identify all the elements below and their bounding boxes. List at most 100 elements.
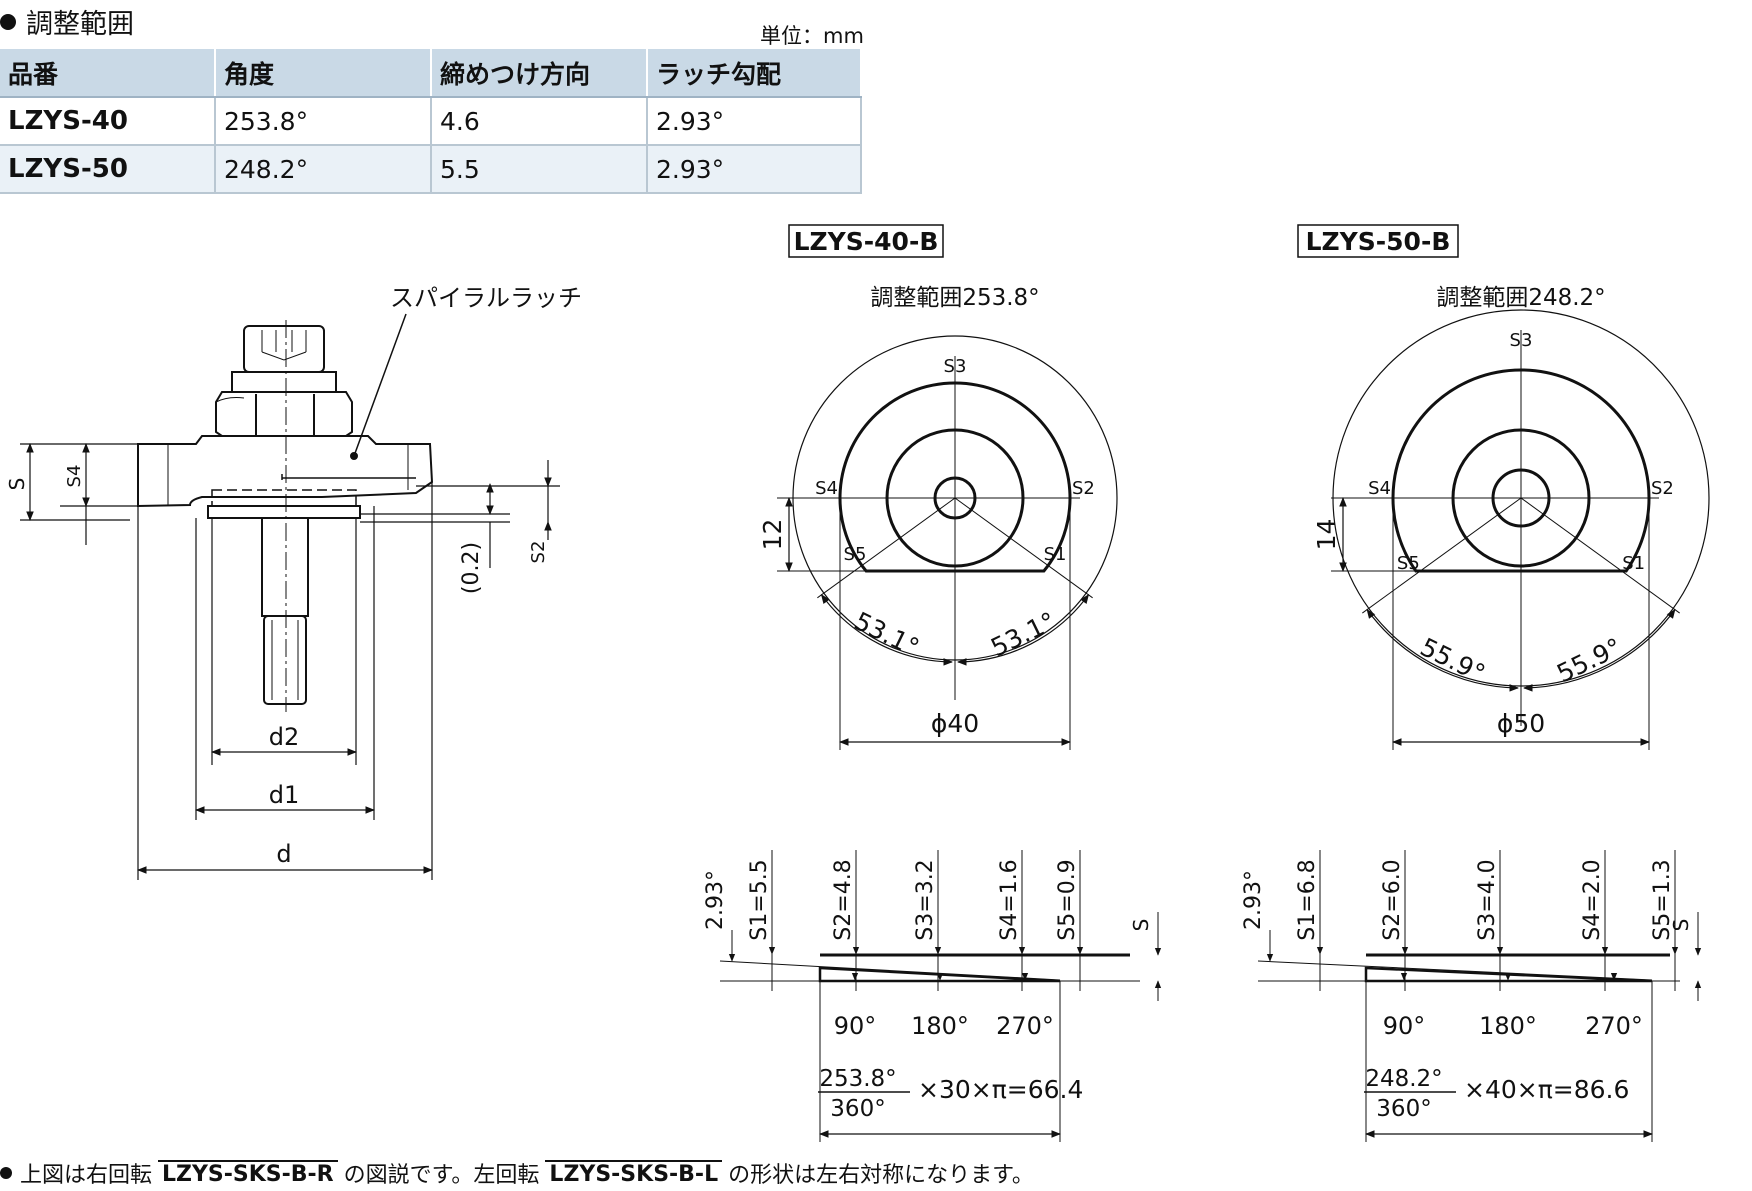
formula-denominator: 360°	[1376, 1096, 1431, 1122]
header-tightening: 締めつけ方向	[431, 49, 648, 98]
s-value-label: S1=5.5	[747, 859, 772, 940]
adjust-range-label: 調整範囲253.8°	[870, 285, 1039, 311]
wedge-s-label: S	[1129, 919, 1153, 932]
angle-left-label: 53.1°	[850, 606, 924, 662]
angle-arc-left	[820, 594, 953, 666]
unit-label: 単位：mm	[760, 24, 864, 48]
s-value-label: S2=4.8	[831, 859, 856, 940]
s-value-label: S5=0.9	[1055, 859, 1080, 940]
s3-label: S3	[944, 356, 967, 377]
s-value-label: S3=4.0	[1475, 859, 1500, 940]
latch-slope-diagram: 2.93° S1=6.8 S2=6.0 S3=4.0 S4=2.0 S5=1.3S 90° 1…	[1241, 850, 1702, 1142]
view-lzys-50-b: LZYS-50-B調整範囲248.2°S1S2S3S4S555.9°55.9°1…	[1241, 224, 1710, 1142]
footnote: 上図は右回転 LZYS-SKS-B-R の図説です。左回転 LZYS-SKS-B…	[0, 1157, 1034, 1189]
stud-shank	[261, 517, 309, 617]
dim-s-label: S	[5, 478, 29, 491]
footnote-text-1: 上図は右回転	[20, 1163, 153, 1188]
s2-label: S2	[1072, 478, 1095, 499]
model-title-box	[1297, 224, 1459, 258]
model-title-box	[788, 224, 944, 258]
angle-arc-left	[1366, 608, 1519, 692]
footnote-text-2: の図説です。左回転	[343, 1163, 540, 1188]
angle-tick-label: 270°	[996, 1012, 1054, 1040]
bullet-icon	[0, 1167, 12, 1179]
cell-angle: 248.2°	[215, 145, 432, 194]
s-value-label: S2=6.0	[1380, 859, 1405, 940]
wedge-body	[1364, 966, 1653, 983]
table-row: LZYS-50 248.2° 5.5 2.93°	[0, 145, 862, 194]
s-value-label: S5=1.3	[1650, 859, 1675, 940]
angle-arc-right	[957, 594, 1090, 666]
ray-s1	[954, 497, 1093, 599]
base-plate	[207, 505, 361, 519]
formula-result: ×30×π=66.4	[918, 1075, 1083, 1104]
angle-tick-label: 180°	[1479, 1012, 1537, 1040]
stud-thread	[263, 615, 307, 705]
s4-label: S4	[815, 478, 838, 499]
header-angle: 角度	[215, 49, 432, 98]
dim-s4-label: S4	[64, 465, 85, 488]
slope-angle-label: 2.93°	[1241, 870, 1266, 930]
s3-label: S3	[1510, 330, 1533, 351]
section-title: 調整範囲	[26, 9, 134, 40]
s-value-label: S3=3.2	[913, 859, 938, 940]
s-value-label: S4=1.6	[997, 859, 1022, 940]
dim-d-label: d	[276, 840, 291, 868]
angle-arc-right	[1523, 608, 1676, 692]
footnote-code-right: LZYS-SKS-B-R	[158, 1159, 338, 1187]
formula-result: ×40×π=86.6	[1464, 1075, 1629, 1104]
cell-part-no: LZYS-40	[0, 97, 216, 146]
height-dim-label: 12	[758, 519, 787, 551]
ray-s1	[1520, 497, 1680, 614]
s2-label: S2	[1651, 478, 1674, 499]
spiral-latch-callout: スパイラルラッチ	[390, 284, 582, 312]
latch-body-outline	[838, 381, 1072, 573]
adjust-range-label: 調整範囲248.2°	[1436, 285, 1605, 311]
diameter-label: ϕ50	[1497, 709, 1545, 738]
angle-tick-label: 90°	[1383, 1012, 1426, 1040]
cell-part-no: LZYS-50	[0, 145, 216, 194]
wedge-s-label: S	[1669, 919, 1693, 932]
s5-label: S5	[1397, 553, 1420, 574]
s-value-label: S1=6.8	[1295, 859, 1320, 940]
header-part-no: 品番	[0, 49, 216, 98]
height-dim-label: 14	[1312, 519, 1341, 551]
cell-angle: 253.8°	[215, 97, 432, 146]
dim-d1-label: d1	[269, 781, 300, 809]
diameter-label: ϕ40	[931, 709, 979, 738]
hex-nut	[215, 391, 353, 437]
formula-numerator: 248.2°	[1365, 1066, 1442, 1092]
footnote-code-left: LZYS-SKS-B-L	[545, 1159, 723, 1187]
dim-d2-label: d2	[269, 723, 300, 751]
washer	[231, 371, 337, 393]
section-header: 調整範囲	[0, 2, 134, 41]
latch-body-outline	[1391, 368, 1651, 573]
header-latch-slope: ラッチ勾配	[647, 49, 862, 98]
cell-tightening: 5.5	[431, 145, 648, 194]
s-value-label: S4=2.0	[1580, 859, 1605, 940]
ray-s5	[1362, 497, 1522, 614]
table-header-row: 品番 角度 締めつけ方向 ラッチ勾配	[0, 49, 862, 98]
bullet-icon	[0, 13, 16, 30]
formula-numerator: 253.8°	[819, 1066, 896, 1092]
cell-latch-slope: 2.93°	[647, 145, 862, 194]
cap-screw-head	[243, 325, 325, 373]
dim-s2-label: S2	[528, 541, 549, 564]
angle-tick-label: 90°	[834, 1012, 877, 1040]
s4-label: S4	[1368, 478, 1391, 499]
s5-label: S5	[844, 544, 867, 565]
spiral-latch-body	[137, 435, 434, 508]
angle-left-label: 55.9°	[1416, 632, 1490, 688]
adjustment-range-table: 品番 角度 締めつけ方向 ラッチ勾配 LZYS-40 253.8° 4.6 2.…	[0, 49, 862, 194]
angle-tick-label: 270°	[1585, 1012, 1643, 1040]
angle-right-label: 55.9°	[1552, 632, 1626, 688]
cell-latch-slope: 2.93°	[647, 97, 862, 146]
model-title: LZYS-50-B	[1306, 227, 1451, 256]
angle-tick-label: 180°	[911, 1012, 969, 1040]
angle-right-label: 53.1°	[986, 606, 1060, 662]
side-view-dimensions	[20, 443, 560, 880]
footnote-text-3: の形状は左右対称になります。	[728, 1163, 1034, 1188]
cell-tightening: 4.6	[431, 97, 648, 146]
